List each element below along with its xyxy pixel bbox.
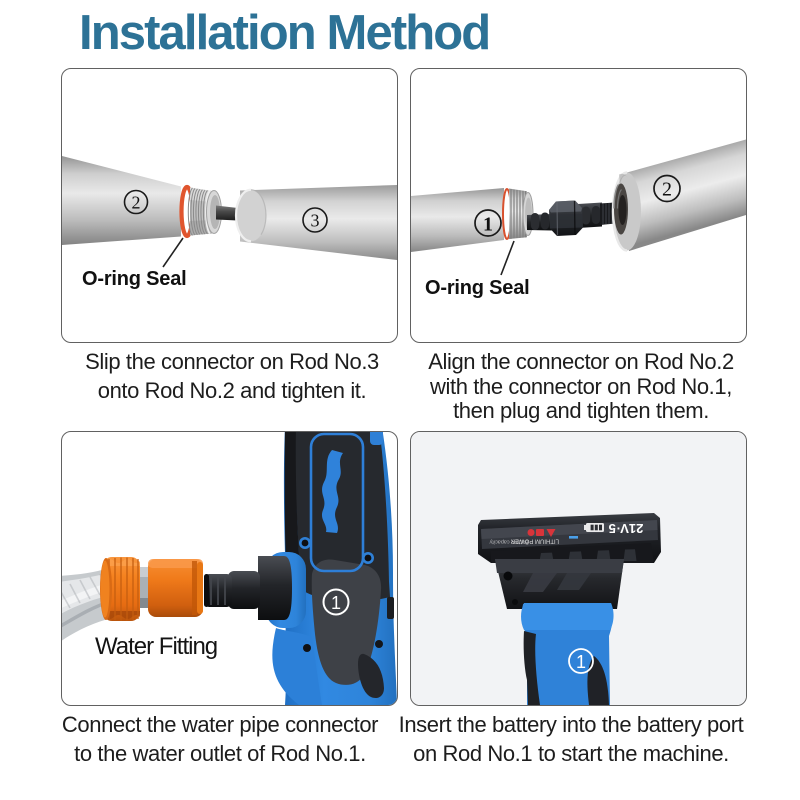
svg-text:O-ring Seal: O-ring Seal	[82, 268, 187, 290]
svg-text:LITHIUM POWER: LITHIUM POWER	[510, 538, 559, 544]
svg-text:1: 1	[331, 593, 341, 613]
svg-text:1: 1	[576, 652, 586, 672]
svg-text:Battery capacity: Battery capacity	[489, 539, 528, 545]
svg-text:O-ring Seal: O-ring Seal	[425, 277, 530, 299]
svg-text:2: 2	[132, 193, 141, 213]
svg-text:1: 1	[483, 214, 493, 236]
svg-text:3: 3	[311, 211, 320, 231]
svg-text:2: 2	[662, 179, 672, 201]
svg-text:Water Fitting: Water Fitting	[95, 633, 217, 660]
svg-text:21V·5: 21V·5	[609, 521, 644, 536]
